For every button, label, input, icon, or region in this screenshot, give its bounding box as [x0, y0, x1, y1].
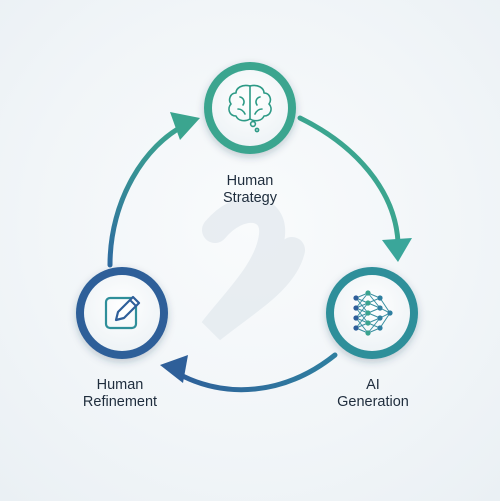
arrow-strategy-to-generation [297, 115, 401, 245]
arrowhead-left [170, 112, 200, 140]
label-human-strategy: Human Strategy [223, 173, 277, 206]
background-watermark [201, 196, 305, 341]
arrow-refinement-to-strategy [107, 122, 188, 268]
arrowhead-bottom [160, 355, 188, 383]
edit-icon [104, 295, 141, 330]
arrow-generation-to-refinement [172, 352, 338, 393]
label-ai-generation: AI Generation [337, 377, 409, 410]
brain-icon [228, 84, 272, 133]
arrowhead-right [382, 238, 412, 262]
neural-network-icon [353, 290, 393, 336]
label-human-refinement: Human Refinement [82, 377, 158, 410]
node-generation [326, 267, 418, 359]
